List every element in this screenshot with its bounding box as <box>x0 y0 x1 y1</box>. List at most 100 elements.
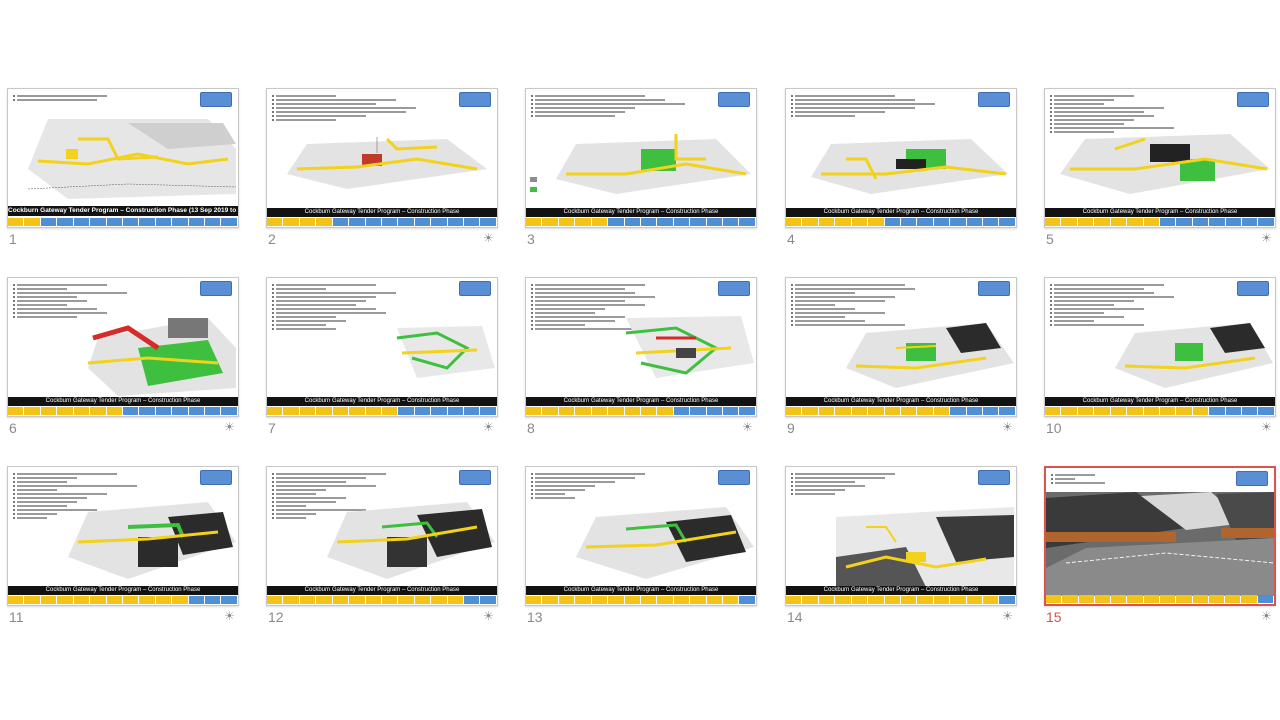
slide-number: 5 <box>1046 231 1054 247</box>
slide-cell-14: Cockburn Gateway Tender Program – Constr… <box>785 466 1017 625</box>
transition-star-icon[interactable]: ☀ <box>224 609 235 623</box>
slide-title-banner: Cockburn Gateway Tender Program – Constr… <box>526 208 756 217</box>
slide-thumbnail-5[interactable]: Cockburn Gateway Tender Program – Constr… <box>1044 88 1276 228</box>
slide-thumbnail-2[interactable]: Cockburn Gateway Tender Program – Constr… <box>266 88 498 228</box>
slide-thumbnail-11[interactable]: Cockburn Gateway Tender Program – Constr… <box>7 466 239 606</box>
transition-star-icon[interactable]: ☀ <box>1002 420 1013 434</box>
slide-button <box>1237 281 1269 296</box>
site-model-drawing <box>836 507 1014 587</box>
slide-button <box>1237 92 1269 107</box>
slide-bullets <box>272 471 422 521</box>
timeline-bar <box>526 407 756 415</box>
slide-cell-10: Cockburn Gateway Tender Program – Constr… <box>1044 277 1276 436</box>
slide-bullets <box>531 93 685 119</box>
slide-button <box>978 281 1010 296</box>
transition-star-icon[interactable]: ☀ <box>1261 420 1272 434</box>
slide-thumbnail-1[interactable]: Cockburn Gateway Tender Program – Constr… <box>7 88 239 228</box>
timeline-bar <box>786 218 1016 226</box>
slide-thumbnail-4[interactable]: Cockburn Gateway Tender Program – Constr… <box>785 88 1017 228</box>
site-model-drawing <box>287 137 487 189</box>
slide-cell-15: 15 ☀ <box>1044 466 1276 625</box>
site-model-drawing <box>327 502 495 579</box>
slide-thumbnail-13[interactable]: Cockburn Gateway Tender Program – Constr… <box>525 466 757 606</box>
slide-cell-9: Cockburn Gateway Tender Program – Constr… <box>785 277 1017 436</box>
slide-bullets <box>1050 282 1200 328</box>
slide-button <box>459 281 491 296</box>
slide-thumbnail-8[interactable]: Cockburn Gateway Tender Program – Constr… <box>525 277 757 417</box>
slide-title-banner: Cockburn Gateway Tender Program – Constr… <box>786 397 1016 406</box>
slide-bullets <box>531 471 681 501</box>
site-model-drawing <box>846 323 1014 388</box>
slide-number: 2 <box>268 231 276 247</box>
slide-title-banner: Cockburn Gateway Tender Program – Constr… <box>526 586 756 595</box>
site-model-drawing <box>1060 134 1270 194</box>
transition-star-icon[interactable]: ☀ <box>224 420 235 434</box>
slide-thumbnail-9[interactable]: Cockburn Gateway Tender Program – Constr… <box>785 277 1017 417</box>
slide-cell-11: Cockburn Gateway Tender Program – Constr… <box>7 466 239 625</box>
slide-title-banner: Cockburn Gateway Tender Program – Constr… <box>8 586 238 595</box>
timeline-bar <box>8 218 238 226</box>
slide-cell-3: Cockburn Gateway Tender Program – Constr… <box>525 88 757 247</box>
transition-star-icon[interactable]: ☀ <box>1261 609 1272 623</box>
slide-title-banner: Cockburn Gateway Tender Program – Constr… <box>267 397 497 406</box>
site-model-drawing <box>1115 323 1273 388</box>
slide-number: 9 <box>787 420 795 436</box>
slide-bullets <box>791 93 941 119</box>
timeline-bar <box>1045 218 1275 226</box>
slide-bullets <box>791 282 941 328</box>
slide-number: 14 <box>787 609 803 625</box>
slide-bullets <box>13 282 163 320</box>
site-model-drawing <box>576 507 754 579</box>
slide-title-banner: Cockburn Gateway Tender Program – Constr… <box>1045 397 1275 406</box>
timeline-bar <box>1046 595 1274 603</box>
transition-star-icon[interactable]: ☀ <box>742 420 753 434</box>
slide-number: 1 <box>9 231 17 247</box>
slide-button <box>1236 471 1268 486</box>
transition-star-icon[interactable]: ☀ <box>1002 609 1013 623</box>
slide-button <box>459 92 491 107</box>
site-model-drawing <box>68 502 236 579</box>
slide-cell-13: Cockburn Gateway Tender Program – Constr… <box>525 466 757 625</box>
transition-star-icon[interactable]: ☀ <box>1261 231 1272 245</box>
slide-button <box>718 92 750 107</box>
timeline-bar <box>8 407 238 415</box>
timeline-bar <box>526 218 756 226</box>
site-model-drawing <box>530 134 751 194</box>
slide-bullets <box>1050 93 1200 135</box>
transition-star-icon[interactable]: ☀ <box>483 231 494 245</box>
slide-title-banner: Cockburn Gateway Tender Program – Constr… <box>8 206 238 216</box>
slide-cell-1: Cockburn Gateway Tender Program – Constr… <box>7 88 239 247</box>
slide-thumbnail-12[interactable]: Cockburn Gateway Tender Program – Constr… <box>266 466 498 606</box>
slide-button <box>718 281 750 296</box>
slide-cell-8: Cockburn Gateway Tender Program – Constr… <box>525 277 757 436</box>
slide-title-banner: Cockburn Gateway Tender Program – Constr… <box>267 208 497 217</box>
slide-bullets <box>272 93 422 123</box>
slide-thumbnail-3[interactable]: Cockburn Gateway Tender Program – Constr… <box>525 88 757 228</box>
slide-cell-6: Cockburn Gateway Tender Program – Constr… <box>7 277 239 436</box>
slide-thumbnail-15[interactable] <box>1044 466 1276 606</box>
slide-thumbnail-14[interactable]: Cockburn Gateway Tender Program – Constr… <box>785 466 1017 606</box>
slide-cell-4: Cockburn Gateway Tender Program – Constr… <box>785 88 1017 247</box>
slide-thumbnail-7[interactable]: Cockburn Gateway Tender Program – Constr… <box>266 277 498 417</box>
slide-thumbnail-10[interactable]: Cockburn Gateway Tender Program – Constr… <box>1044 277 1276 417</box>
slide-title-banner: Cockburn Gateway Tender Program – Constr… <box>267 586 497 595</box>
site-model-drawing <box>1046 492 1274 596</box>
slide-bullets <box>531 282 681 332</box>
slide-title-banner: Cockburn Gateway Tender Program – Constr… <box>786 586 1016 595</box>
slide-bullets <box>791 471 941 497</box>
timeline-bar <box>1045 407 1275 415</box>
timeline-bar <box>786 596 1016 604</box>
transition-star-icon[interactable]: ☀ <box>483 420 494 434</box>
slide-thumbnail-6[interactable]: Cockburn Gateway Tender Program – Constr… <box>7 277 239 417</box>
slide-number: 10 <box>1046 420 1062 436</box>
timeline-bar <box>267 218 497 226</box>
transition-star-icon[interactable]: ☀ <box>483 609 494 623</box>
slide-cell-12: Cockburn Gateway Tender Program – Constr… <box>266 466 498 625</box>
slide-bullets <box>13 471 163 521</box>
slide-title-banner: Cockburn Gateway Tender Program – Constr… <box>526 397 756 406</box>
site-model-drawing <box>396 326 495 378</box>
site-model-drawing <box>625 316 754 378</box>
timeline-bar <box>8 596 238 604</box>
slide-number: 12 <box>268 609 284 625</box>
slide-number: 3 <box>527 231 535 247</box>
